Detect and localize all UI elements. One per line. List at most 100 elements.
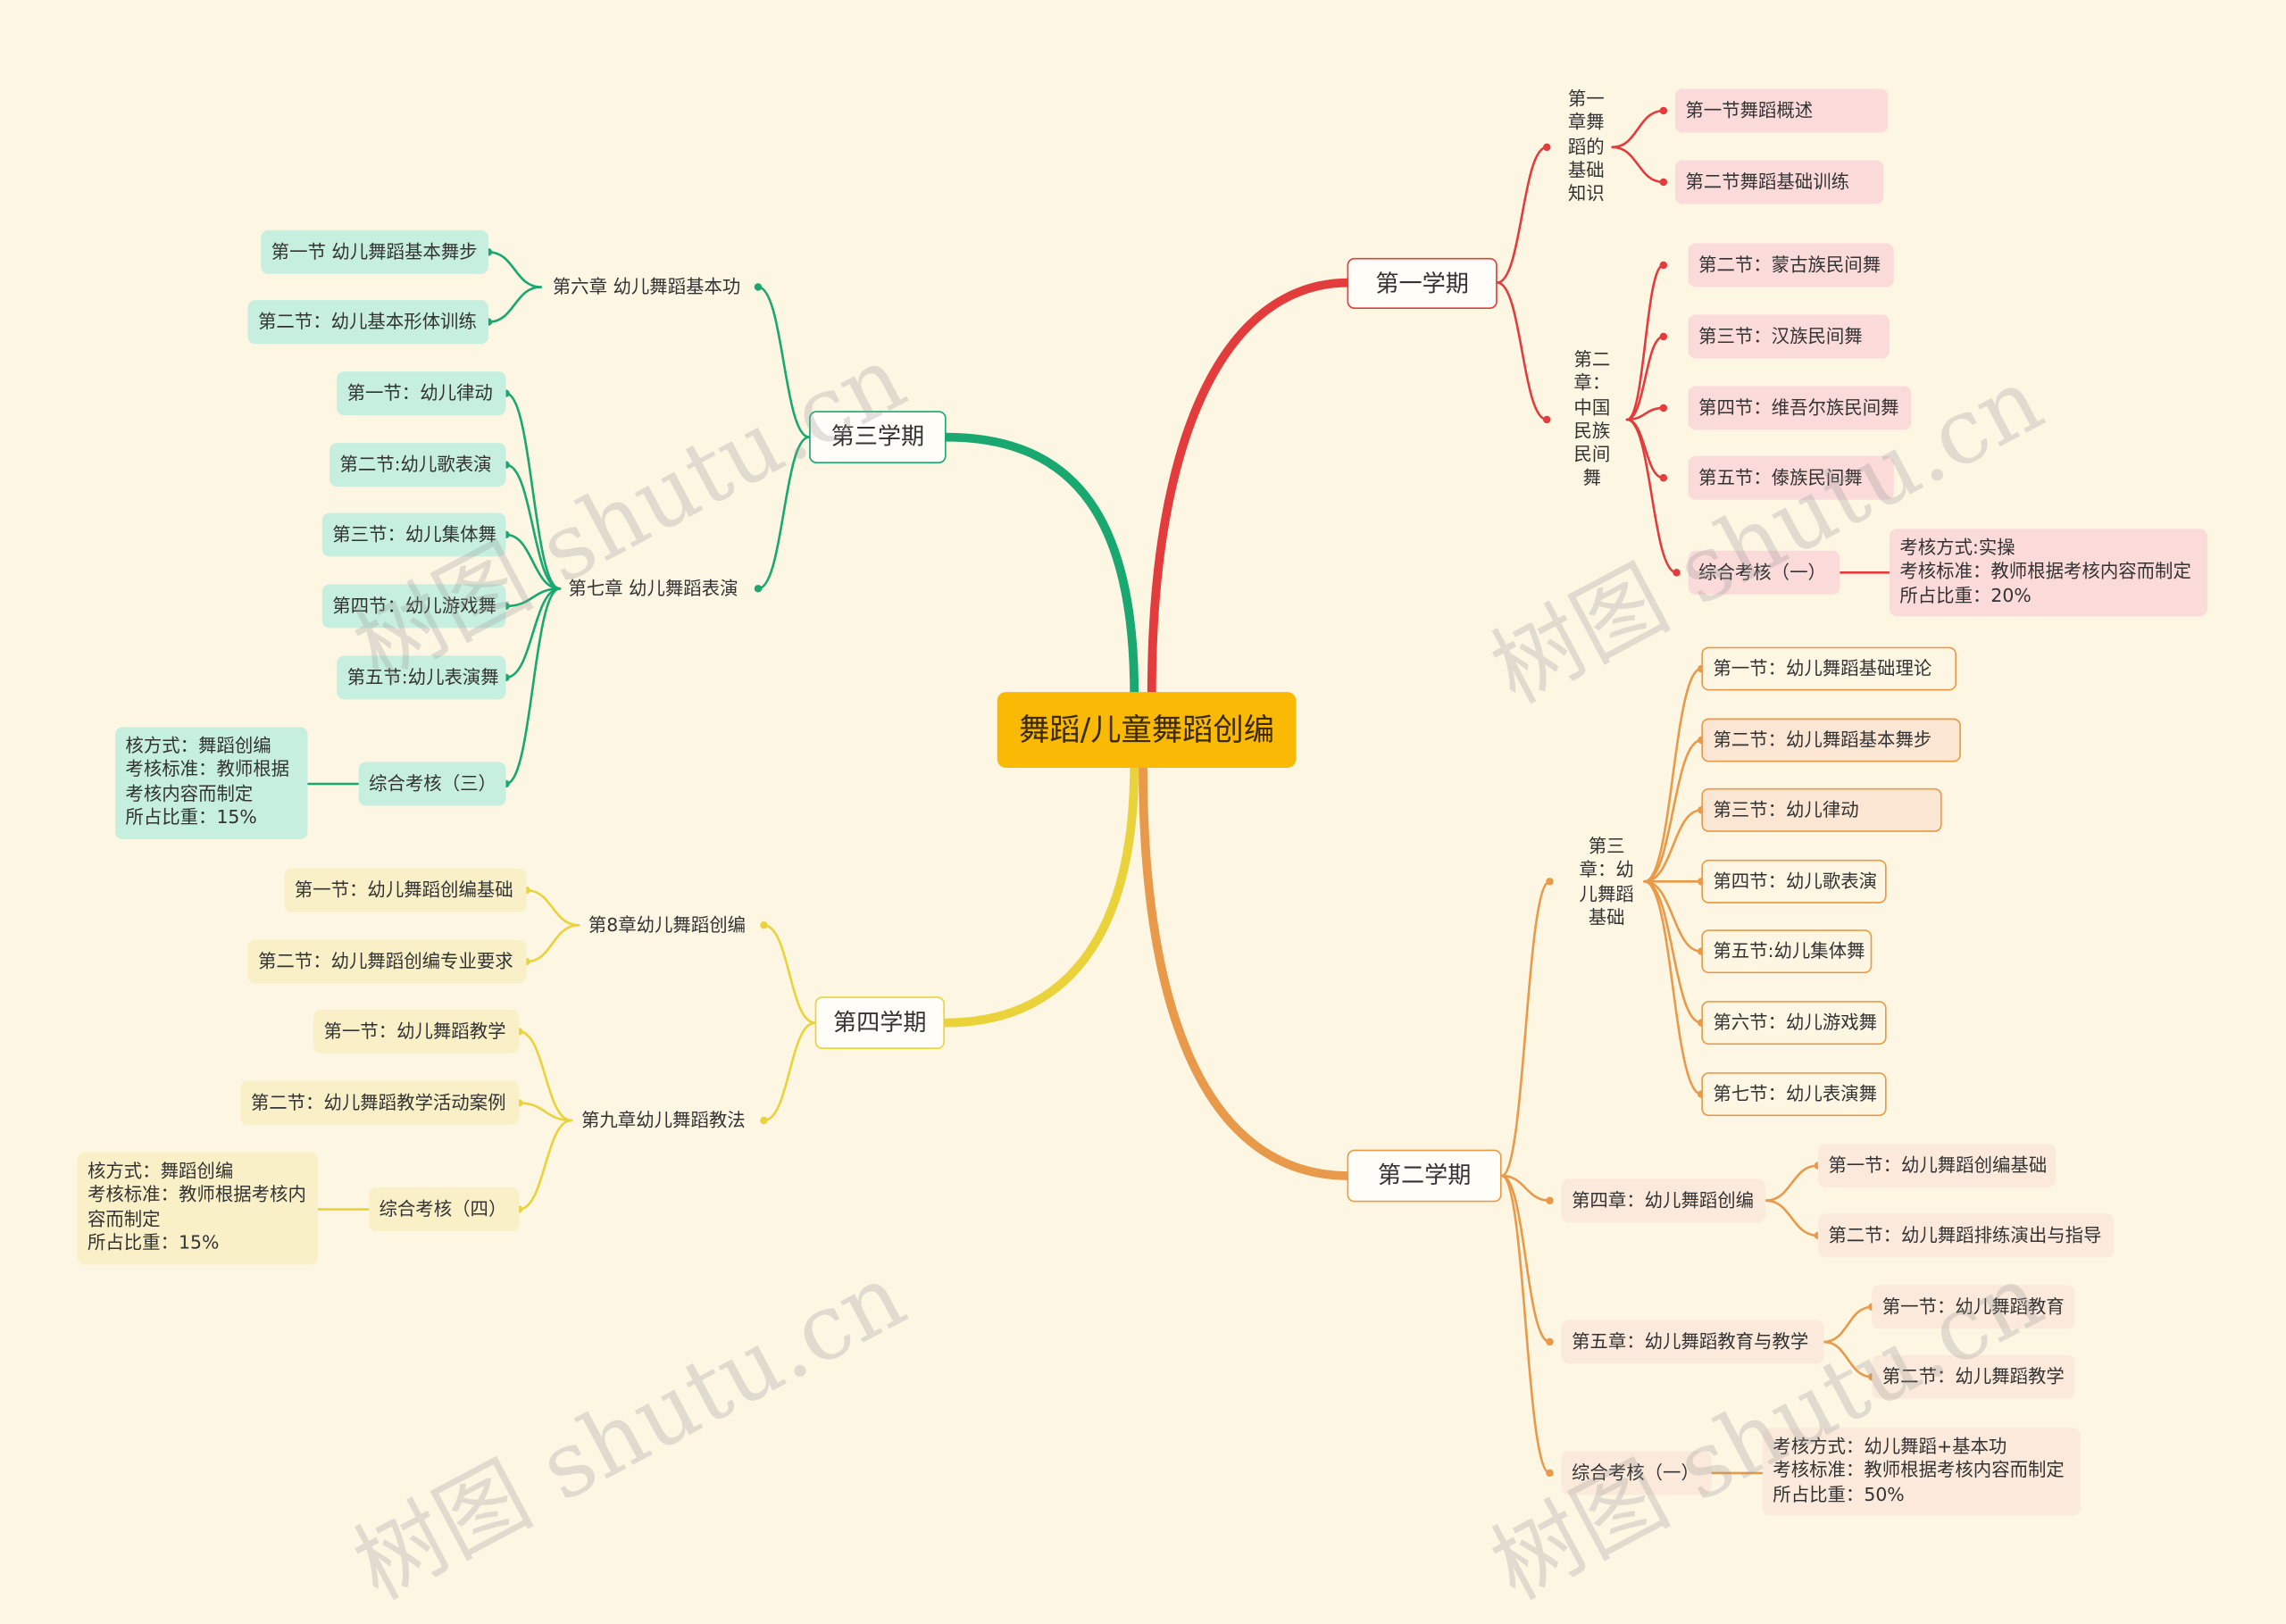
- s3-ch7-item-2[interactable]: 第二节:幼儿歌表演: [329, 443, 506, 487]
- semester-1[interactable]: 第一学期: [1347, 257, 1498, 309]
- s3-ch6-item-2[interactable]: 第二节：幼儿基本形体训练: [247, 300, 488, 345]
- semester-3[interactable]: 第三学期: [809, 411, 947, 463]
- chapter-1[interactable]: 第一章舞蹈的基础知识: [1567, 87, 1605, 204]
- s2-ch5-item-1[interactable]: 第一节：幼儿舞蹈教育: [1872, 1285, 2075, 1329]
- connector: [1496, 281, 1548, 421]
- connector: [1625, 418, 1678, 574]
- connector-dot: [754, 283, 763, 291]
- connector: [505, 587, 562, 786]
- connector: [505, 587, 562, 608]
- s1-ch2-item-2[interactable]: 第三节：汉族民间舞: [1688, 314, 1890, 359]
- connector: [1625, 335, 1665, 421]
- connector-dot: [1659, 106, 1668, 115]
- connector: [1625, 406, 1665, 421]
- s4-ch9-item-1[interactable]: 第一节：幼儿舞蹈教学: [313, 1009, 520, 1054]
- s2-exam[interactable]: 综合考核（一）: [1561, 1451, 1712, 1495]
- chapter-2[interactable]: 第二章：中国民族民间舞: [1573, 348, 1611, 489]
- connector: [505, 587, 562, 679]
- connector: [1625, 263, 1665, 421]
- s2-ch3-item-7[interactable]: 第七节：幼儿表演舞: [1701, 1072, 1887, 1117]
- connector: [1764, 1164, 1820, 1203]
- connector: [1500, 1174, 1551, 1203]
- s1-ch2-item-1[interactable]: 第二节：蒙古族民间舞: [1688, 243, 1894, 287]
- connector: [1643, 880, 1703, 1024]
- connector: [1764, 1199, 1820, 1237]
- connector: [756, 436, 811, 590]
- connector-dot: [1659, 178, 1668, 187]
- connector: [763, 1021, 816, 1122]
- s4-ch9-item-2[interactable]: 第二节：幼儿舞蹈教学活动案例: [240, 1080, 520, 1125]
- s2-ch3-item-2[interactable]: 第二节：幼儿舞蹈基本舞步: [1701, 718, 1961, 762]
- connector-dot: [1546, 1469, 1554, 1478]
- s2-ch3-item-4[interactable]: 第四节：幼儿歌表演: [1701, 859, 1887, 904]
- connector: [1500, 1174, 1551, 1344]
- s3-exam[interactable]: 综合考核（三）: [358, 762, 506, 806]
- s1-ch1-item-2[interactable]: 第二节舞蹈基础训练: [1674, 160, 1884, 204]
- connector-dot: [754, 585, 763, 593]
- chapter-3[interactable]: 第三章：幼儿舞蹈基础: [1579, 835, 1634, 929]
- semester-2[interactable]: 第二学期: [1347, 1149, 1502, 1203]
- s2-ch3-item-5[interactable]: 第五节:幼儿集体舞: [1701, 929, 1873, 974]
- connector-dot: [760, 921, 768, 929]
- s3-ch6-item-1[interactable]: 第一节 幼儿舞蹈基本舞步: [261, 229, 488, 274]
- chapter-4[interactable]: 第四章：幼儿舞蹈创编: [1561, 1178, 1766, 1223]
- connector: [1611, 146, 1665, 184]
- s1-ch2-item-4[interactable]: 第五节：傣族民间舞: [1688, 455, 1894, 500]
- s3-exam-note: 核方式：舞蹈创编 考核标准：教师根据考核内容而制定 所占比重：15%: [114, 727, 308, 840]
- connector-dot: [1659, 261, 1668, 270]
- s1-ch2-item-3[interactable]: 第四节：维吾尔族民间舞: [1688, 386, 1912, 430]
- connector-dot: [1542, 143, 1551, 152]
- connector: [525, 923, 580, 963]
- chapter-8[interactable]: 第8章幼儿舞蹈创编: [588, 913, 747, 937]
- s4-ch8-item-1[interactable]: 第一节：幼儿舞蹈创编基础: [284, 868, 527, 912]
- connector: [1643, 880, 1703, 1095]
- s3-ch7-item-1[interactable]: 第一节：幼儿律动: [337, 371, 506, 416]
- chapter-7[interactable]: 第七章 幼儿舞蹈表演: [568, 577, 738, 600]
- connector: [505, 533, 562, 590]
- connector: [505, 392, 562, 590]
- connector-dot: [760, 1116, 768, 1125]
- s4-ch8-item-2[interactable]: 第二节：幼儿舞蹈创编专业要求: [247, 939, 527, 984]
- s1-exam[interactable]: 综合考核（一）: [1688, 550, 1840, 595]
- semester-4[interactable]: 第四学期: [814, 996, 945, 1050]
- chapter-6[interactable]: 第六章 幼儿舞蹈基本功: [552, 275, 741, 298]
- connector: [1500, 1174, 1551, 1475]
- s3-ch7-item-4[interactable]: 第四节：幼儿游戏舞: [321, 584, 506, 629]
- connector-dot: [1546, 1337, 1554, 1346]
- s2-ch3-item-6[interactable]: 第六节：幼儿游戏舞: [1701, 1001, 1887, 1045]
- connector-dot: [1673, 569, 1681, 577]
- s1-ch1-item-1[interactable]: 第一节舞蹈概述: [1674, 88, 1889, 133]
- s4-exam[interactable]: 综合考核（四）: [369, 1187, 520, 1232]
- s2-ch4-item-1[interactable]: 第一节：幼儿舞蹈创编基础: [1817, 1144, 2057, 1188]
- s3-ch7-item-5[interactable]: 第五节:幼儿表演舞: [337, 655, 506, 700]
- s2-exam-note: 考核方式：幼儿舞蹈+基本功 考核标准：教师根据考核内容而制定 所占比重：50%: [1762, 1428, 2081, 1516]
- chapter-5[interactable]: 第五章：幼儿舞蹈教育与教学: [1561, 1320, 1824, 1364]
- connector: [517, 1119, 573, 1211]
- connector: [756, 286, 811, 438]
- connector: [1139, 762, 1352, 1180]
- connector-dot: [1659, 404, 1668, 412]
- s4-exam-note: 核方式：舞蹈创编 考核标准：教师根据考核内容而制定 所占比重：15%: [77, 1152, 318, 1265]
- connector: [1643, 667, 1703, 883]
- connector: [1823, 1340, 1873, 1378]
- connector: [763, 923, 816, 1024]
- chapter-9[interactable]: 第九章幼儿舞蹈教法: [580, 1109, 746, 1131]
- s3-ch7-item-3[interactable]: 第三节：幼儿集体舞: [321, 512, 506, 557]
- s2-ch4-item-2[interactable]: 第二节：幼儿舞蹈排练演出与指导: [1817, 1213, 2115, 1258]
- s2-ch5-item-2[interactable]: 第二节：幼儿舞蹈教学: [1872, 1354, 2075, 1399]
- connector: [941, 432, 1139, 698]
- connector-dot: [1542, 415, 1551, 424]
- connector-dot: [1659, 474, 1668, 482]
- root-topic[interactable]: 舞蹈/儿童舞蹈创编: [997, 692, 1297, 769]
- connector: [940, 762, 1139, 1028]
- connector: [487, 251, 543, 288]
- connector: [517, 1102, 573, 1122]
- connector: [1500, 880, 1551, 1178]
- s1-exam-note: 考核方式:实操 考核标准：教师根据考核内容而制定 所占比重：20%: [1889, 529, 2207, 617]
- connector: [517, 1030, 573, 1122]
- s2-ch3-item-1[interactable]: 第一节：幼儿舞蹈基础理论: [1701, 646, 1957, 691]
- connector: [487, 286, 543, 323]
- connector: [1625, 418, 1665, 479]
- s2-ch3-item-3[interactable]: 第三节：幼儿律动: [1701, 787, 1942, 832]
